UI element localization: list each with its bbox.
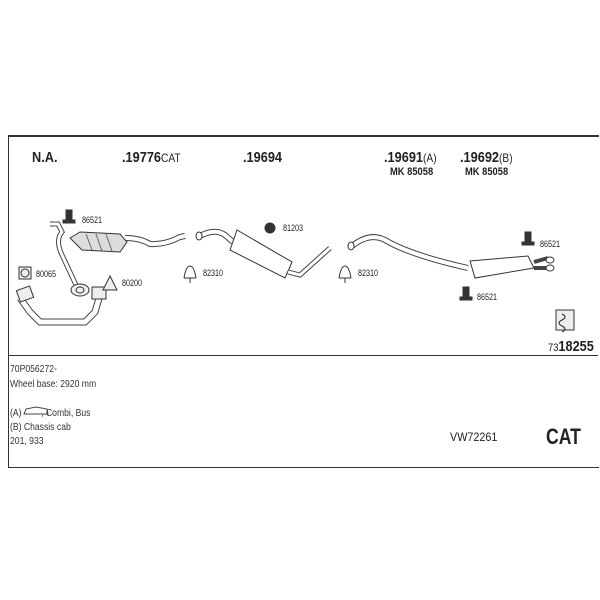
mounting-kit-a: MK 85058	[390, 166, 434, 178]
kit-number: 7318255	[548, 338, 594, 355]
cat-badge: CAT	[546, 424, 581, 449]
mounting-kit-b: MK 85058	[465, 166, 509, 178]
part-number-middle: .19694	[243, 149, 283, 166]
ref-clamp-2: 82310	[358, 268, 379, 278]
ref-gasket-triangle: 80200	[122, 278, 143, 288]
middle-muffler	[195, 228, 332, 279]
rear-muffler	[347, 234, 555, 279]
down-pipe	[15, 285, 107, 326]
diagram-frame	[8, 135, 599, 468]
info-line-4: (B) Chassis cab	[10, 421, 71, 433]
ref-ring: 81203	[283, 223, 304, 233]
part-number-rear-a: .19691(A)	[384, 149, 437, 166]
clamp-icon	[183, 265, 197, 283]
label-na: N.A.	[32, 149, 58, 166]
front-pipe-catalyst	[50, 221, 186, 297]
info-line-2: Wheel base: 2920 mm	[10, 378, 97, 390]
hanger-icon	[62, 209, 76, 224]
clamp-icon	[338, 265, 352, 283]
part-number-catalyst: .19776CAT	[122, 149, 181, 166]
ring-icon	[264, 222, 276, 234]
part-number-rear-b: .19692(B)	[460, 149, 513, 166]
car-icon	[23, 406, 49, 415]
ref-hanger-front: 86521	[82, 215, 103, 225]
gasket-triangle-icon	[102, 274, 118, 291]
ref-clamp-1: 82310	[203, 268, 224, 278]
info-line-5: 201, 933	[10, 435, 44, 447]
ref-gasket-square: 80065	[36, 269, 57, 279]
hanger-icon	[459, 286, 473, 301]
hanger-icon	[521, 231, 535, 246]
info-line-3: (A), Combi, Bus	[10, 407, 91, 419]
ref-hanger-rear-bottom: 86521	[477, 292, 498, 302]
vehicle-code: VW72261	[450, 430, 498, 444]
ref-hanger-rear-top: 86521	[540, 239, 561, 249]
info-line-1: 70P056272-	[10, 363, 57, 375]
fitting-kit-icon	[555, 309, 575, 333]
divider	[8, 355, 598, 356]
